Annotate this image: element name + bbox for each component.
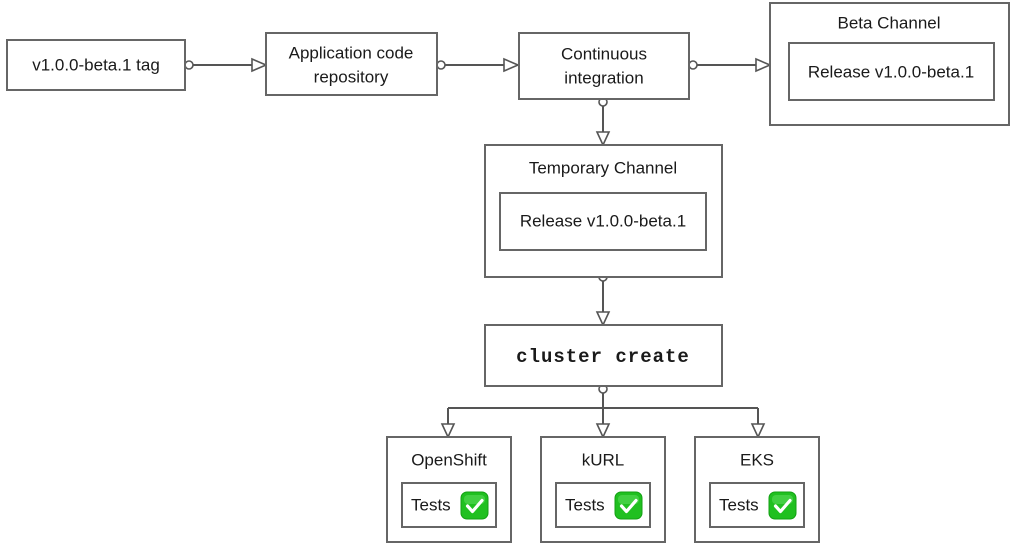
edge-tag-to-repo [184,57,269,73]
openshift-tests-label: Tests [411,495,451,514]
openshift-title: OpenShift [411,450,487,469]
edge-ci-to-temporary-channel [595,97,611,147]
node-tag[interactable]: v1.0.0-beta.1 tag [6,39,186,91]
beta-channel-title: Beta Channel [837,13,940,32]
node-continuous-integration[interactable]: Continuous integration [518,32,690,100]
green-check-icon [614,491,643,520]
edge-temporary-channel-to-cluster-create [595,272,611,327]
node-beta-channel[interactable]: Beta Channel Release v1.0.0-beta.1 [769,2,1010,126]
node-kurl[interactable]: kURL Tests [540,436,666,543]
kurl-tests-label: Tests [565,495,605,514]
node-cluster-create[interactable]: cluster create [484,324,723,387]
node-repo-label-line1: Application code [289,43,414,62]
green-check-icon [460,491,489,520]
temporary-channel-release-label: Release v1.0.0-beta.1 [520,211,686,230]
temporary-channel-title: Temporary Channel [529,158,677,177]
cluster-create-label: cluster create [516,346,690,368]
eks-title: EKS [740,450,774,469]
beta-channel-release-label: Release v1.0.0-beta.1 [808,62,974,81]
green-check-icon [768,491,797,520]
edge-repo-to-ci [436,57,521,73]
edge-cluster-create-to-platforms [440,384,766,439]
node-tag-label: v1.0.0-beta.1 tag [32,55,160,74]
edge-ci-to-beta-channel [688,57,773,73]
node-application-code-repository[interactable]: Application code repository [265,32,438,96]
node-repo-label-line2: repository [314,67,389,86]
kurl-title: kURL [582,450,625,469]
beta-channel-release-box[interactable] [788,42,995,101]
node-eks[interactable]: EKS Tests [694,436,820,543]
temporary-channel-release-box[interactable] [499,192,707,251]
node-openshift[interactable]: OpenShift Tests [386,436,512,543]
node-ci-label-line1: Continuous [561,44,647,63]
eks-tests-label: Tests [719,495,759,514]
node-temporary-channel[interactable]: Temporary Channel Release v1.0.0-beta.1 [484,144,723,278]
node-ci-label-line2: integration [564,68,643,87]
